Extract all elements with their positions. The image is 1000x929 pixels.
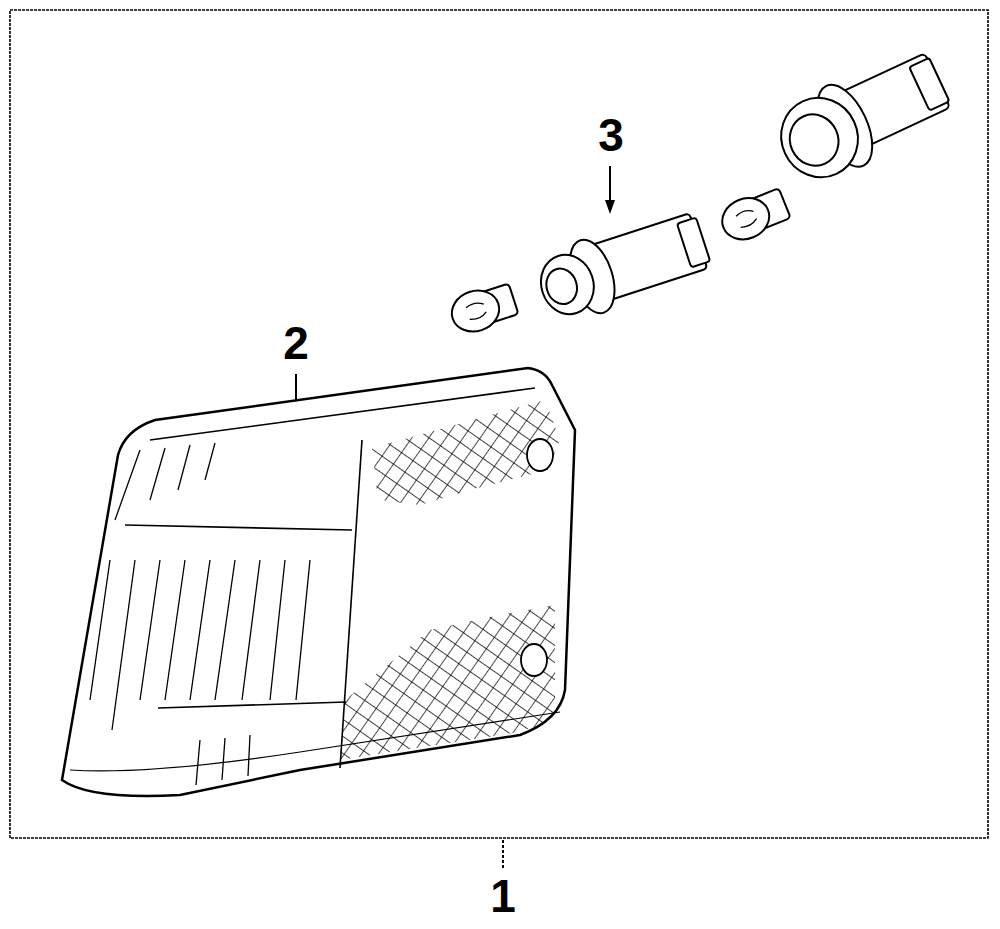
lens (62, 368, 575, 796)
bulb (716, 184, 792, 246)
socket (531, 204, 715, 329)
callout-number: 2 (283, 320, 309, 366)
bulb (446, 280, 519, 338)
callout-number: 1 (490, 873, 516, 919)
callout-number: 3 (598, 112, 624, 158)
socket (767, 41, 959, 193)
assembly-frame (10, 10, 988, 838)
